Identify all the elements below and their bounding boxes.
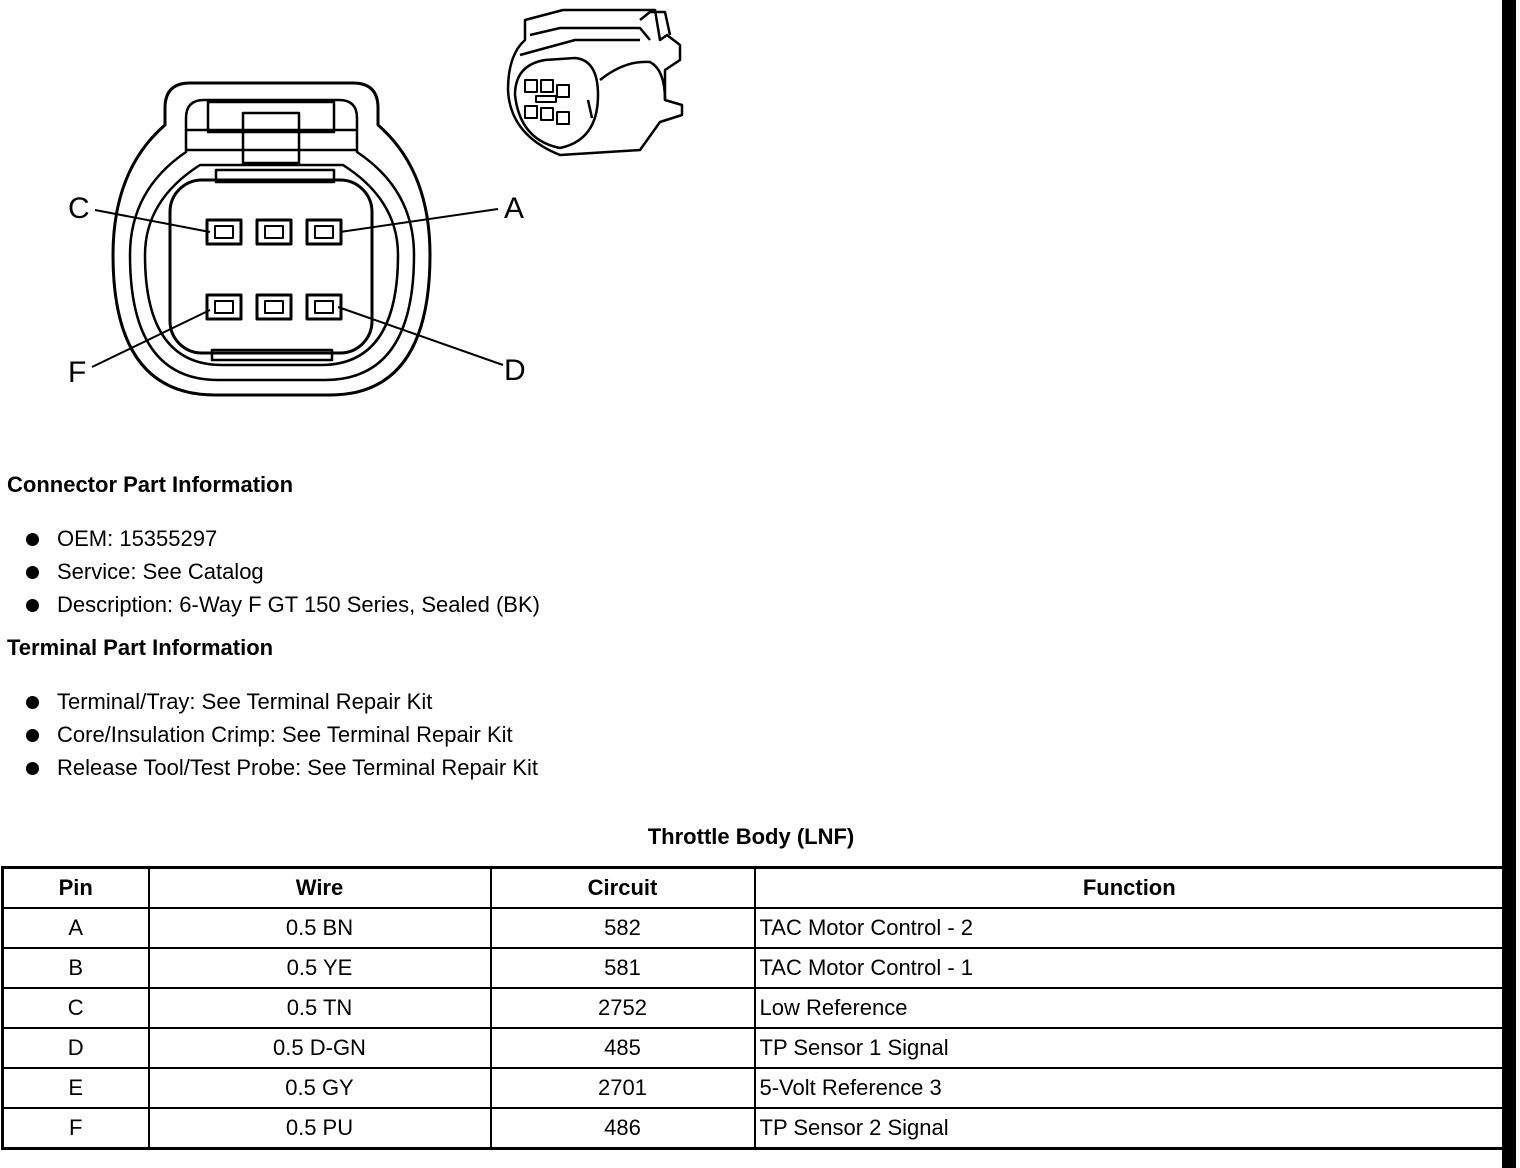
pin-label-f: F <box>68 356 86 389</box>
column-header-pin: Pin <box>1 866 150 909</box>
wire-cell: 0.5 BN <box>147 907 492 949</box>
list-item: Description: 6-Way F GT 150 Series, Seal… <box>24 590 540 623</box>
wire-cell: 0.5 GY <box>147 1067 492 1109</box>
connector-part-info-heading: Connector Part Information <box>7 472 294 497</box>
function-cell: 5-Volt Reference 3 <box>753 1067 1506 1109</box>
connector-part-info-list: OEM: 15355297 Service: See Catalog Descr… <box>24 524 540 623</box>
pin-cell: C <box>1 987 150 1029</box>
cavity-c <box>205 218 243 246</box>
cavity-f <box>205 293 243 321</box>
function-cell: TAC Motor Control - 2 <box>753 907 1506 949</box>
pin-cell: D <box>1 1027 150 1069</box>
pin-cell: A <box>1 907 150 949</box>
table-row: E 0.5 GY 2701 5-Volt Reference 3 <box>1 1067 1506 1109</box>
pin-table-title: Throttle Body (LNF) <box>647 824 855 849</box>
leader-lines <box>91 208 504 368</box>
circuit-cell: 2701 <box>489 1067 756 1109</box>
column-header-function: Function <box>753 866 1506 909</box>
cavity-a <box>305 218 343 246</box>
pin-label-c: C <box>68 192 90 225</box>
column-header-wire: Wire <box>147 866 492 909</box>
connector-perspective-illustration <box>506 8 684 157</box>
circuit-cell: 485 <box>489 1027 756 1069</box>
list-item: Release Tool/Test Probe: See Terminal Re… <box>24 753 538 786</box>
pin-cell: E <box>1 1067 150 1109</box>
table-row: C 0.5 TN 2752 Low Reference <box>1 987 1506 1029</box>
circuit-cell: 2752 <box>489 987 756 1029</box>
cavity-e <box>255 293 293 321</box>
wire-cell: 0.5 TN <box>147 987 492 1029</box>
list-item: Terminal/Tray: See Terminal Repair Kit <box>24 687 538 720</box>
terminal-part-info-heading: Terminal Part Information <box>7 635 274 660</box>
list-item: OEM: 15355297 <box>24 524 540 557</box>
table-row: B 0.5 YE 581 TAC Motor Control - 1 <box>1 947 1506 989</box>
circuit-cell: 582 <box>489 907 756 949</box>
circuit-cell: 486 <box>489 1107 756 1150</box>
connector-face-view <box>111 81 432 397</box>
table-header-row: Pin Wire Circuit Function <box>1 866 1506 909</box>
bullet-icon <box>26 599 39 612</box>
terminal-part-info-list: Terminal/Tray: See Terminal Repair Kit C… <box>24 687 538 786</box>
pin-table: Pin Wire Circuit Function A 0.5 BN 582 T… <box>1 866 1506 1150</box>
bullet-icon <box>26 729 39 742</box>
function-cell: TAC Motor Control - 1 <box>753 947 1506 989</box>
list-item: Service: See Catalog <box>24 557 540 590</box>
function-cell: Low Reference <box>753 987 1506 1029</box>
wire-cell: 0.5 YE <box>147 947 492 989</box>
function-cell: TP Sensor 2 Signal <box>753 1107 1506 1150</box>
wire-cell: 0.5 PU <box>147 1107 492 1150</box>
bullet-icon <box>26 696 39 709</box>
column-header-circuit: Circuit <box>489 866 756 909</box>
table-row: D 0.5 D-GN 485 TP Sensor 1 Signal <box>1 1027 1506 1069</box>
bullet-icon <box>26 566 39 579</box>
wire-cell: 0.5 D-GN <box>147 1027 492 1069</box>
pin-label-a: A <box>504 192 524 225</box>
circuit-cell: 581 <box>489 947 756 989</box>
cavity-d <box>305 293 343 321</box>
bullet-icon <box>26 533 39 546</box>
connector-diagram: C A F D <box>68 8 684 397</box>
cavity-b <box>255 218 293 246</box>
list-item: Core/Insulation Crimp: See Terminal Repa… <box>24 720 538 753</box>
terminal-cavities <box>205 218 343 321</box>
function-cell: TP Sensor 1 Signal <box>753 1027 1506 1069</box>
pin-cell: B <box>1 947 150 989</box>
pin-label-d: D <box>504 354 526 387</box>
table-row: F 0.5 PU 486 TP Sensor 2 Signal <box>1 1107 1506 1150</box>
pin-cell: F <box>1 1107 150 1150</box>
bullet-icon <box>26 762 39 775</box>
table-row: A 0.5 BN 582 TAC Motor Control - 2 <box>1 907 1506 949</box>
